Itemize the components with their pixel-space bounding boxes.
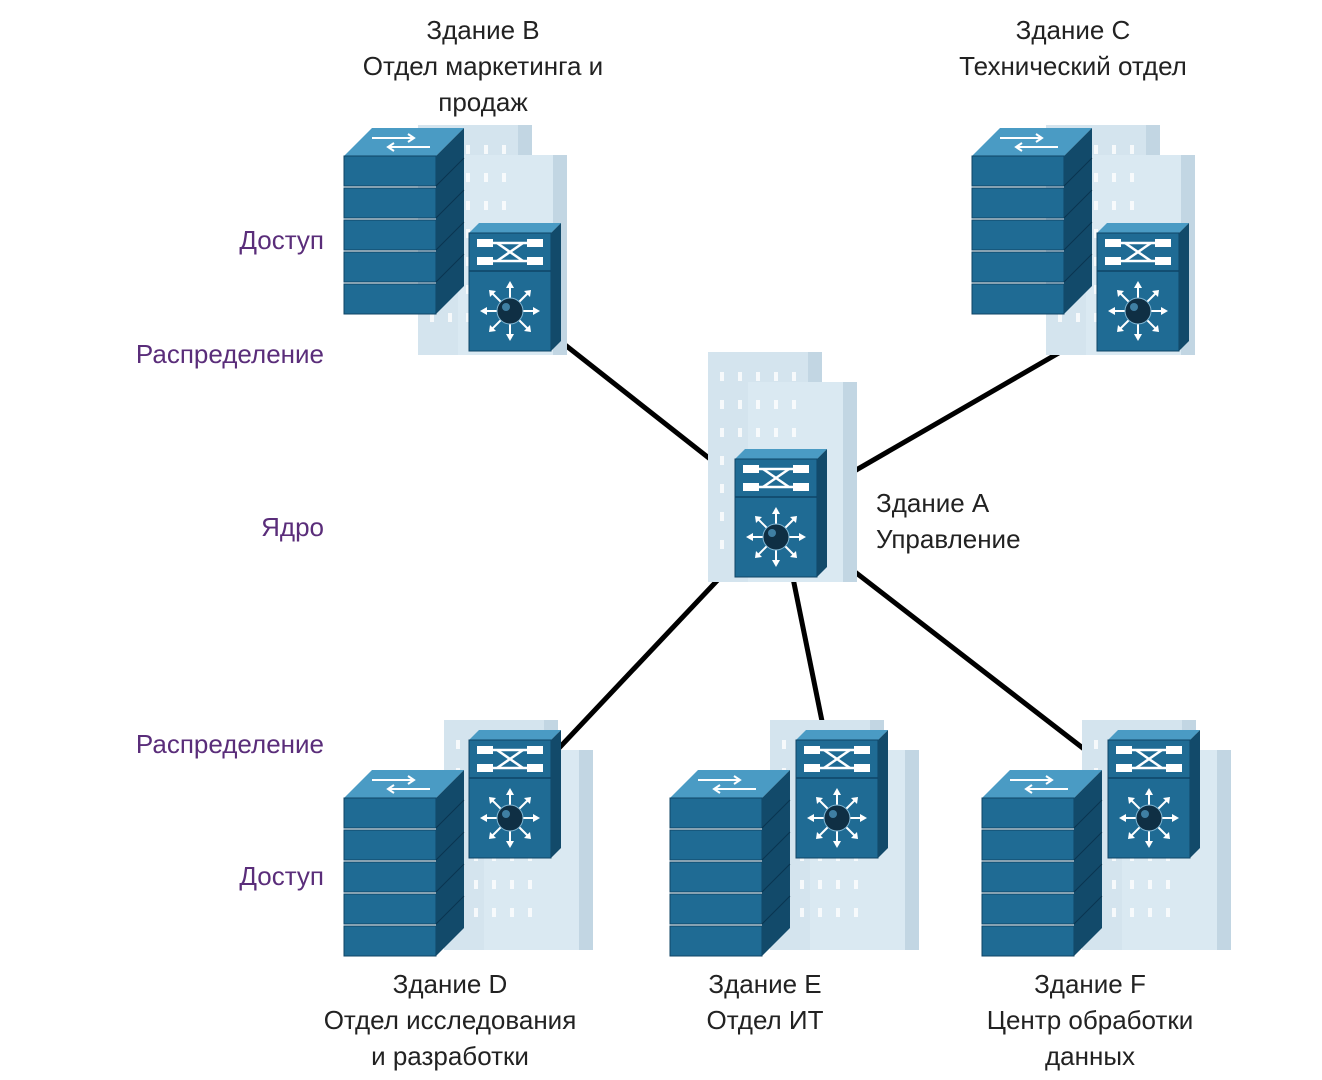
building-e-dept: Отдел ИТ — [706, 1005, 824, 1035]
building-c-dept: Технический отдел — [959, 51, 1187, 81]
building-d-dept: Отдел исследования — [323, 1005, 577, 1035]
building-e-title: Здание E — [708, 969, 822, 999]
building-a-title: Здание A — [876, 488, 990, 518]
building-f-site — [981, 720, 1231, 957]
building-d-site — [343, 720, 593, 957]
multilayer-switch-icon — [733, 447, 829, 579]
building-e-label: Здание E Отдел ИТ — [660, 966, 870, 1038]
building-a-dept: Управление — [876, 524, 1021, 554]
building-f-dept: Центр обработки — [986, 1005, 1194, 1035]
building-d-dept-cont: и разработки — [371, 1041, 529, 1071]
access-switch-icon — [343, 127, 465, 315]
building-f-label: Здание F Центр обработки данных — [955, 966, 1225, 1074]
building-c-label: Здание C Технический отдел — [923, 12, 1223, 84]
building-a-site — [708, 352, 857, 582]
multilayer-switch-icon — [467, 728, 563, 860]
building-e-site — [669, 720, 919, 957]
building-a-label: Здание A Управление — [876, 485, 1021, 557]
building-b-dept-cont: продаж — [438, 87, 528, 117]
building-b-title: Здание B — [426, 15, 540, 45]
building-c-site — [971, 125, 1195, 355]
building-f-title: Здание F — [1034, 969, 1146, 999]
tier-label-distribution-top: Распределение — [135, 339, 324, 369]
building-b-site — [343, 125, 567, 355]
building-f-dept-cont: данных — [1044, 1041, 1136, 1071]
multilayer-switch-icon — [794, 728, 890, 860]
building-b-dept: Отдел маркетинга и — [362, 51, 604, 81]
multilayer-switch-icon — [1095, 221, 1191, 353]
tier-label-access-bottom: Доступ — [239, 861, 324, 891]
access-switch-icon — [971, 127, 1093, 315]
tier-label-access-top: Доступ — [239, 225, 324, 255]
multilayer-switch-icon — [1106, 728, 1202, 860]
building-d-title: Здание D — [392, 969, 508, 999]
access-switch-icon — [981, 769, 1103, 957]
access-switch-icon — [343, 769, 465, 957]
building-c-title: Здание C — [1015, 15, 1131, 45]
access-switch-icon — [669, 769, 791, 957]
tier-label-distribution-bottom: Распределение — [135, 729, 324, 759]
multilayer-switch-icon — [467, 221, 563, 353]
tier-label-core: Ядро — [261, 512, 324, 542]
building-d-label: Здание D Отдел исследования и разработки — [290, 966, 610, 1074]
building-b-label: Здание B Отдел маркетинга и продаж — [313, 12, 653, 120]
